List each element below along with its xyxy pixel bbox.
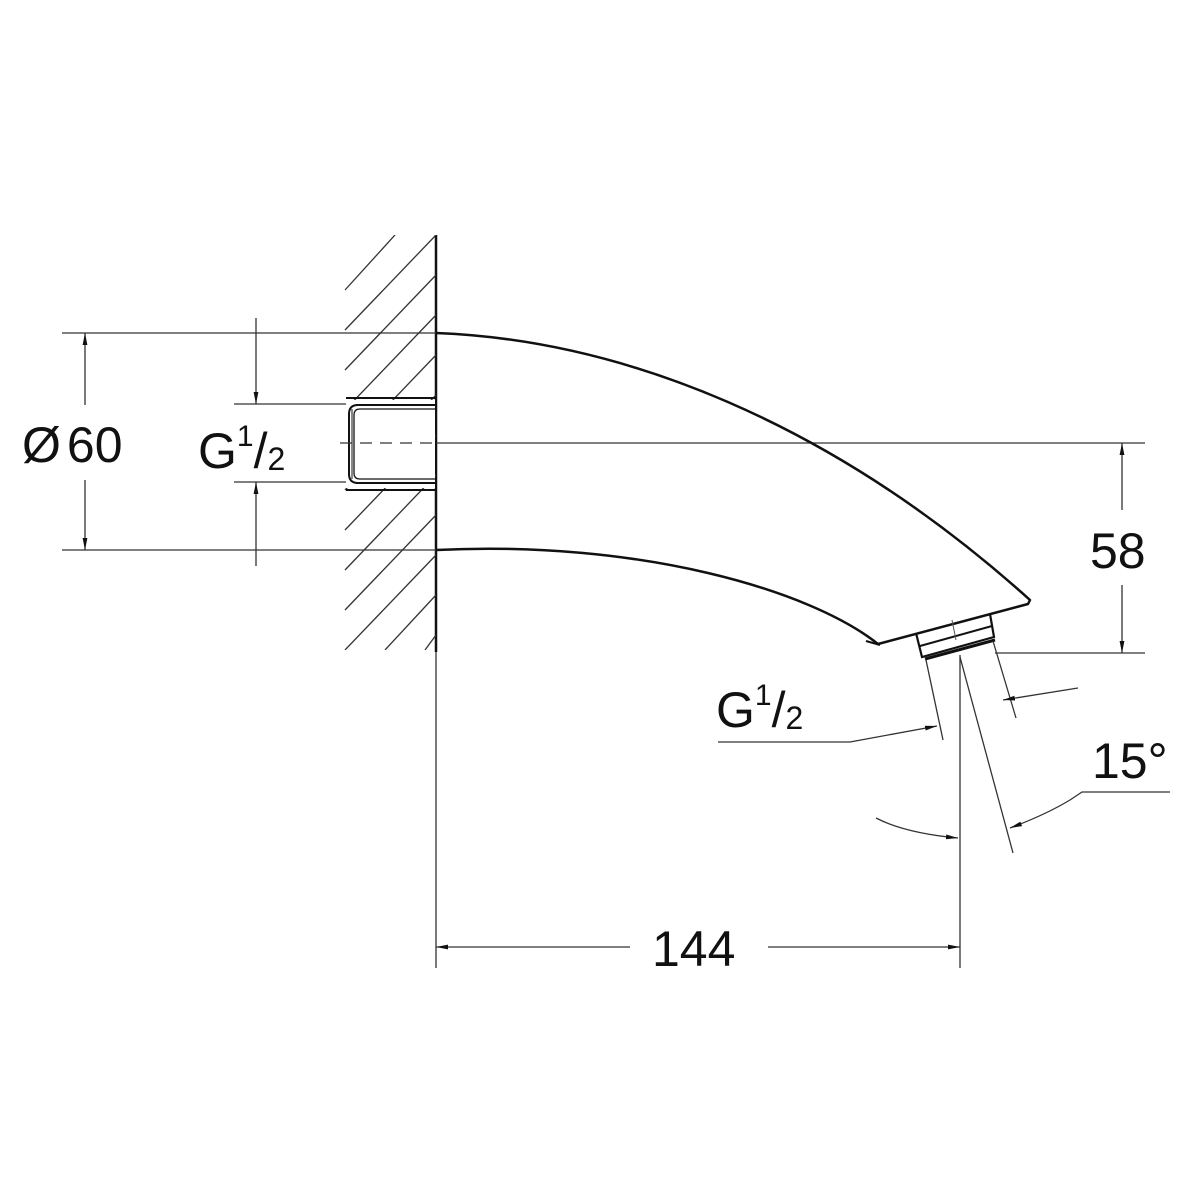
length-label: 144 bbox=[652, 921, 735, 977]
outlet-thread bbox=[914, 613, 996, 661]
height-dimension bbox=[995, 443, 1145, 654]
inlet-thread-label: G1/2 bbox=[198, 420, 285, 479]
inlet-thread bbox=[346, 397, 436, 491]
outlet-thread-label: G1/2 bbox=[716, 679, 803, 738]
shower-arm-body bbox=[435, 331, 1032, 646]
wall bbox=[342, 235, 438, 652]
height-label: 58 bbox=[1090, 523, 1146, 579]
diameter-dimension bbox=[62, 332, 436, 551]
angle-label: 15° bbox=[1092, 733, 1168, 789]
inlet-thread-dimension bbox=[234, 318, 346, 566]
length-dimension bbox=[435, 652, 960, 968]
outlet-thread-dimension bbox=[718, 640, 1079, 743]
angle-dimension bbox=[875, 655, 1170, 968]
